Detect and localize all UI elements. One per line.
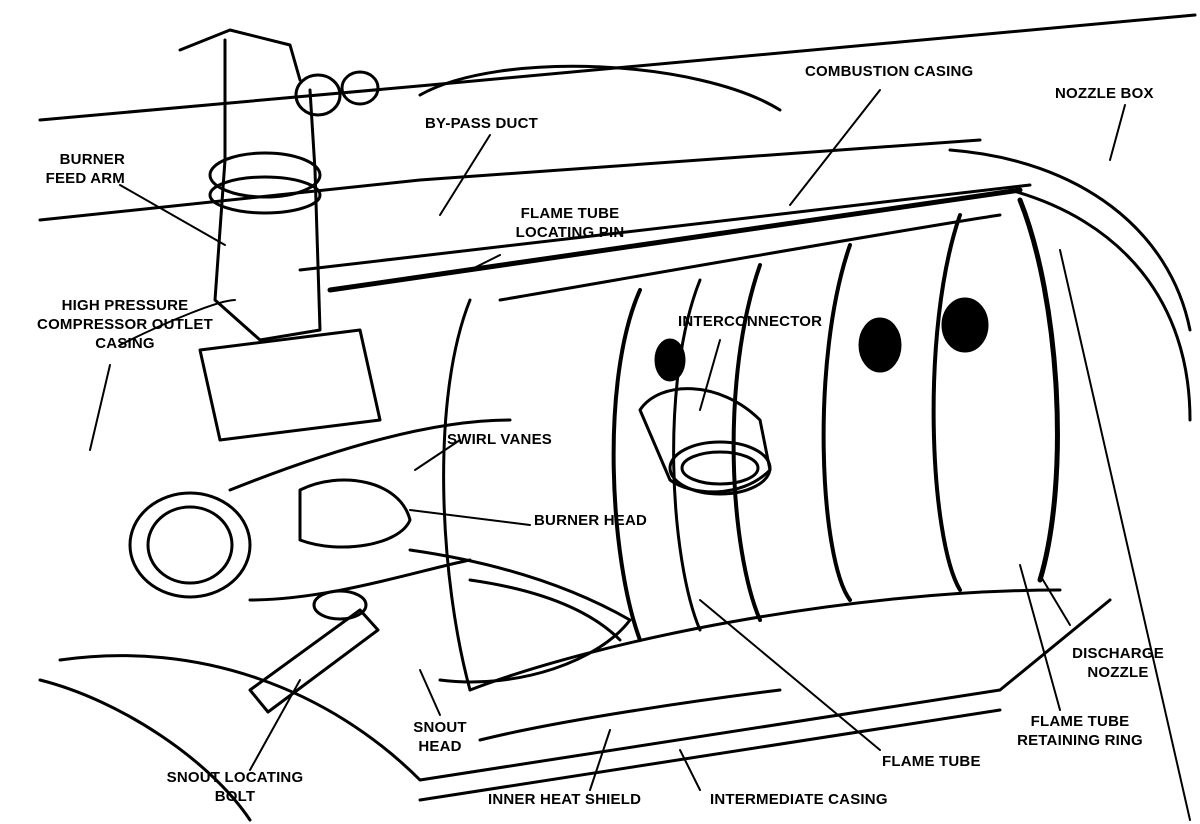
by-pass-duct-outline bbox=[38, 13, 1197, 122]
label-combustion-casing: COMBUSTION CASING bbox=[805, 63, 974, 80]
label-swirl-vanes: SWIRL VANES bbox=[447, 431, 552, 448]
label-inner-heat-shield: INNER HEAT SHIELD bbox=[488, 791, 642, 808]
interconnector-drawing bbox=[638, 387, 772, 496]
label-flame-tube: FLAME TUBE bbox=[882, 753, 981, 770]
leader-lines bbox=[89, 89, 1126, 791]
label-by-pass-duct: BY-PASS DUCT bbox=[425, 115, 538, 132]
snout-locating-bolt-drawing bbox=[248, 589, 380, 714]
flame-tube-drawing bbox=[442, 197, 1062, 692]
label-interconnector: INTERCONNECTOR bbox=[678, 313, 823, 330]
label-nozzle-box: NOZZLE BOX bbox=[1055, 85, 1154, 102]
nozzle-box-outline bbox=[1008, 188, 1192, 422]
label-intermediate-casing: INTERMEDIATE CASING bbox=[710, 791, 888, 808]
burner-feed-arm-drawing bbox=[178, 28, 382, 442]
lower-casing-drawing bbox=[38, 598, 1112, 822]
burner-head-drawing bbox=[128, 418, 632, 684]
label-burner-head: BURNER HEAD bbox=[534, 512, 648, 529]
